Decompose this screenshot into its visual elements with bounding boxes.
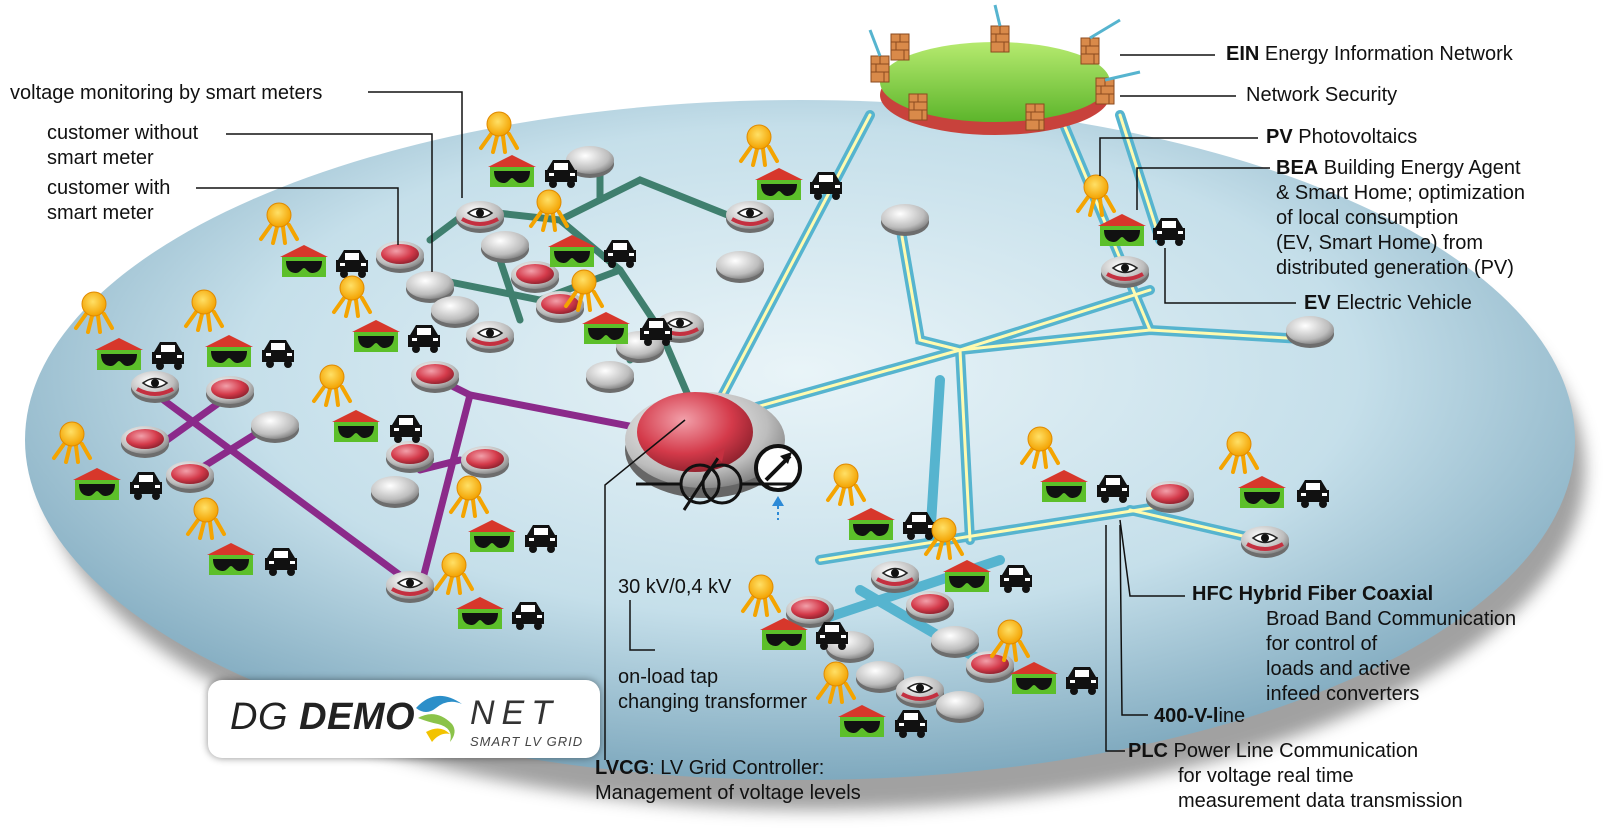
logo-net: NET (470, 694, 559, 732)
label-transformer-rating: 30 kV/0,4 kV (618, 576, 732, 598)
label-bea-line4: (EV, Smart Home) from (1276, 232, 1484, 254)
label-plc-line2: for voltage real time (1178, 765, 1354, 787)
label-hfc-line2: Broad Band Communication (1266, 608, 1517, 630)
label-bea-abbr: BEA (1276, 157, 1319, 179)
label-ein-text: Energy Information Network (1259, 43, 1513, 65)
logo-text: DG DEMO (230, 696, 415, 739)
label-customer-with: customer with (47, 177, 171, 199)
label-hfc-line4: loads and active (1266, 658, 1411, 680)
label-bea-line3: of local consumption (1276, 207, 1459, 229)
label-pv: PV Photovoltaics (1266, 124, 1417, 150)
label-bea-text: Building Energy Agent (1318, 157, 1521, 179)
logo-demo: DEMO (299, 696, 416, 738)
label-customer-with-line2: smart meter (47, 202, 154, 224)
logo-swirl-icon (416, 695, 462, 742)
label-voltage-monitoring: voltage monitoring by smart meters (10, 82, 323, 104)
label-network-security: Network Security (1246, 84, 1398, 106)
label-ein-abbr: EIN (1226, 43, 1260, 65)
label-pv-abbr: PV (1266, 126, 1293, 148)
label-hfc-line3: for control of (1266, 633, 1378, 655)
label-plc-abbr: PLC (1128, 740, 1168, 762)
label-bea: BEA Building Energy Agent (1276, 155, 1521, 181)
hfc-lines (705, 110, 1325, 665)
label-lvcg-abbr: LVCG (595, 757, 650, 779)
label-hfc-line5: infeed converters (1266, 683, 1420, 705)
label-oltc: on-load tap (618, 666, 719, 688)
label-ein: EIN Energy Information Network (1226, 41, 1513, 67)
ein-ring (868, 4, 1141, 135)
leader-lines (196, 54, 1296, 760)
label-customer-without-line2: smart meter (47, 147, 154, 169)
label-400v-bold: 400-V-l (1154, 705, 1219, 727)
label-ev-abbr: EV (1304, 292, 1331, 314)
label-oltc-line2: changing transformer (618, 691, 807, 713)
label-bea-line5: distributed generation (PV) (1276, 257, 1514, 279)
label-plc-text: Power Line Communication (1168, 740, 1419, 762)
label-lvcg: LVCG: LV Grid Controller: (595, 755, 824, 781)
label-lvcg-text: : LV Grid Controller: (649, 757, 825, 779)
dg-demo-net-logo: DG DEMO NET SMART LV GRID (208, 680, 600, 758)
label-bea-line2: & Smart Home; optimization (1276, 182, 1525, 204)
label-lvcg-line2: Management of voltage levels (595, 782, 861, 804)
label-hfc: HFC Hybrid Fiber Coaxial (1192, 583, 1434, 605)
label-customer-without: customer without (47, 122, 199, 144)
label-400v-line: 400-V-line (1154, 703, 1245, 729)
label-ev: EV Electric Vehicle (1304, 290, 1472, 316)
label-pv-text: Photovoltaics (1292, 126, 1418, 148)
label-400v-rest: ine (1218, 705, 1246, 727)
logo-dg: DG (230, 696, 300, 738)
logo-subtitle: SMART LV GRID (470, 734, 584, 749)
label-plc-line3: measurement data transmission (1178, 790, 1463, 812)
label-ev-text: Electric Vehicle (1330, 292, 1472, 314)
lvcg-transformer-node (625, 392, 802, 520)
label-plc: PLC Power Line Communication (1128, 738, 1418, 764)
